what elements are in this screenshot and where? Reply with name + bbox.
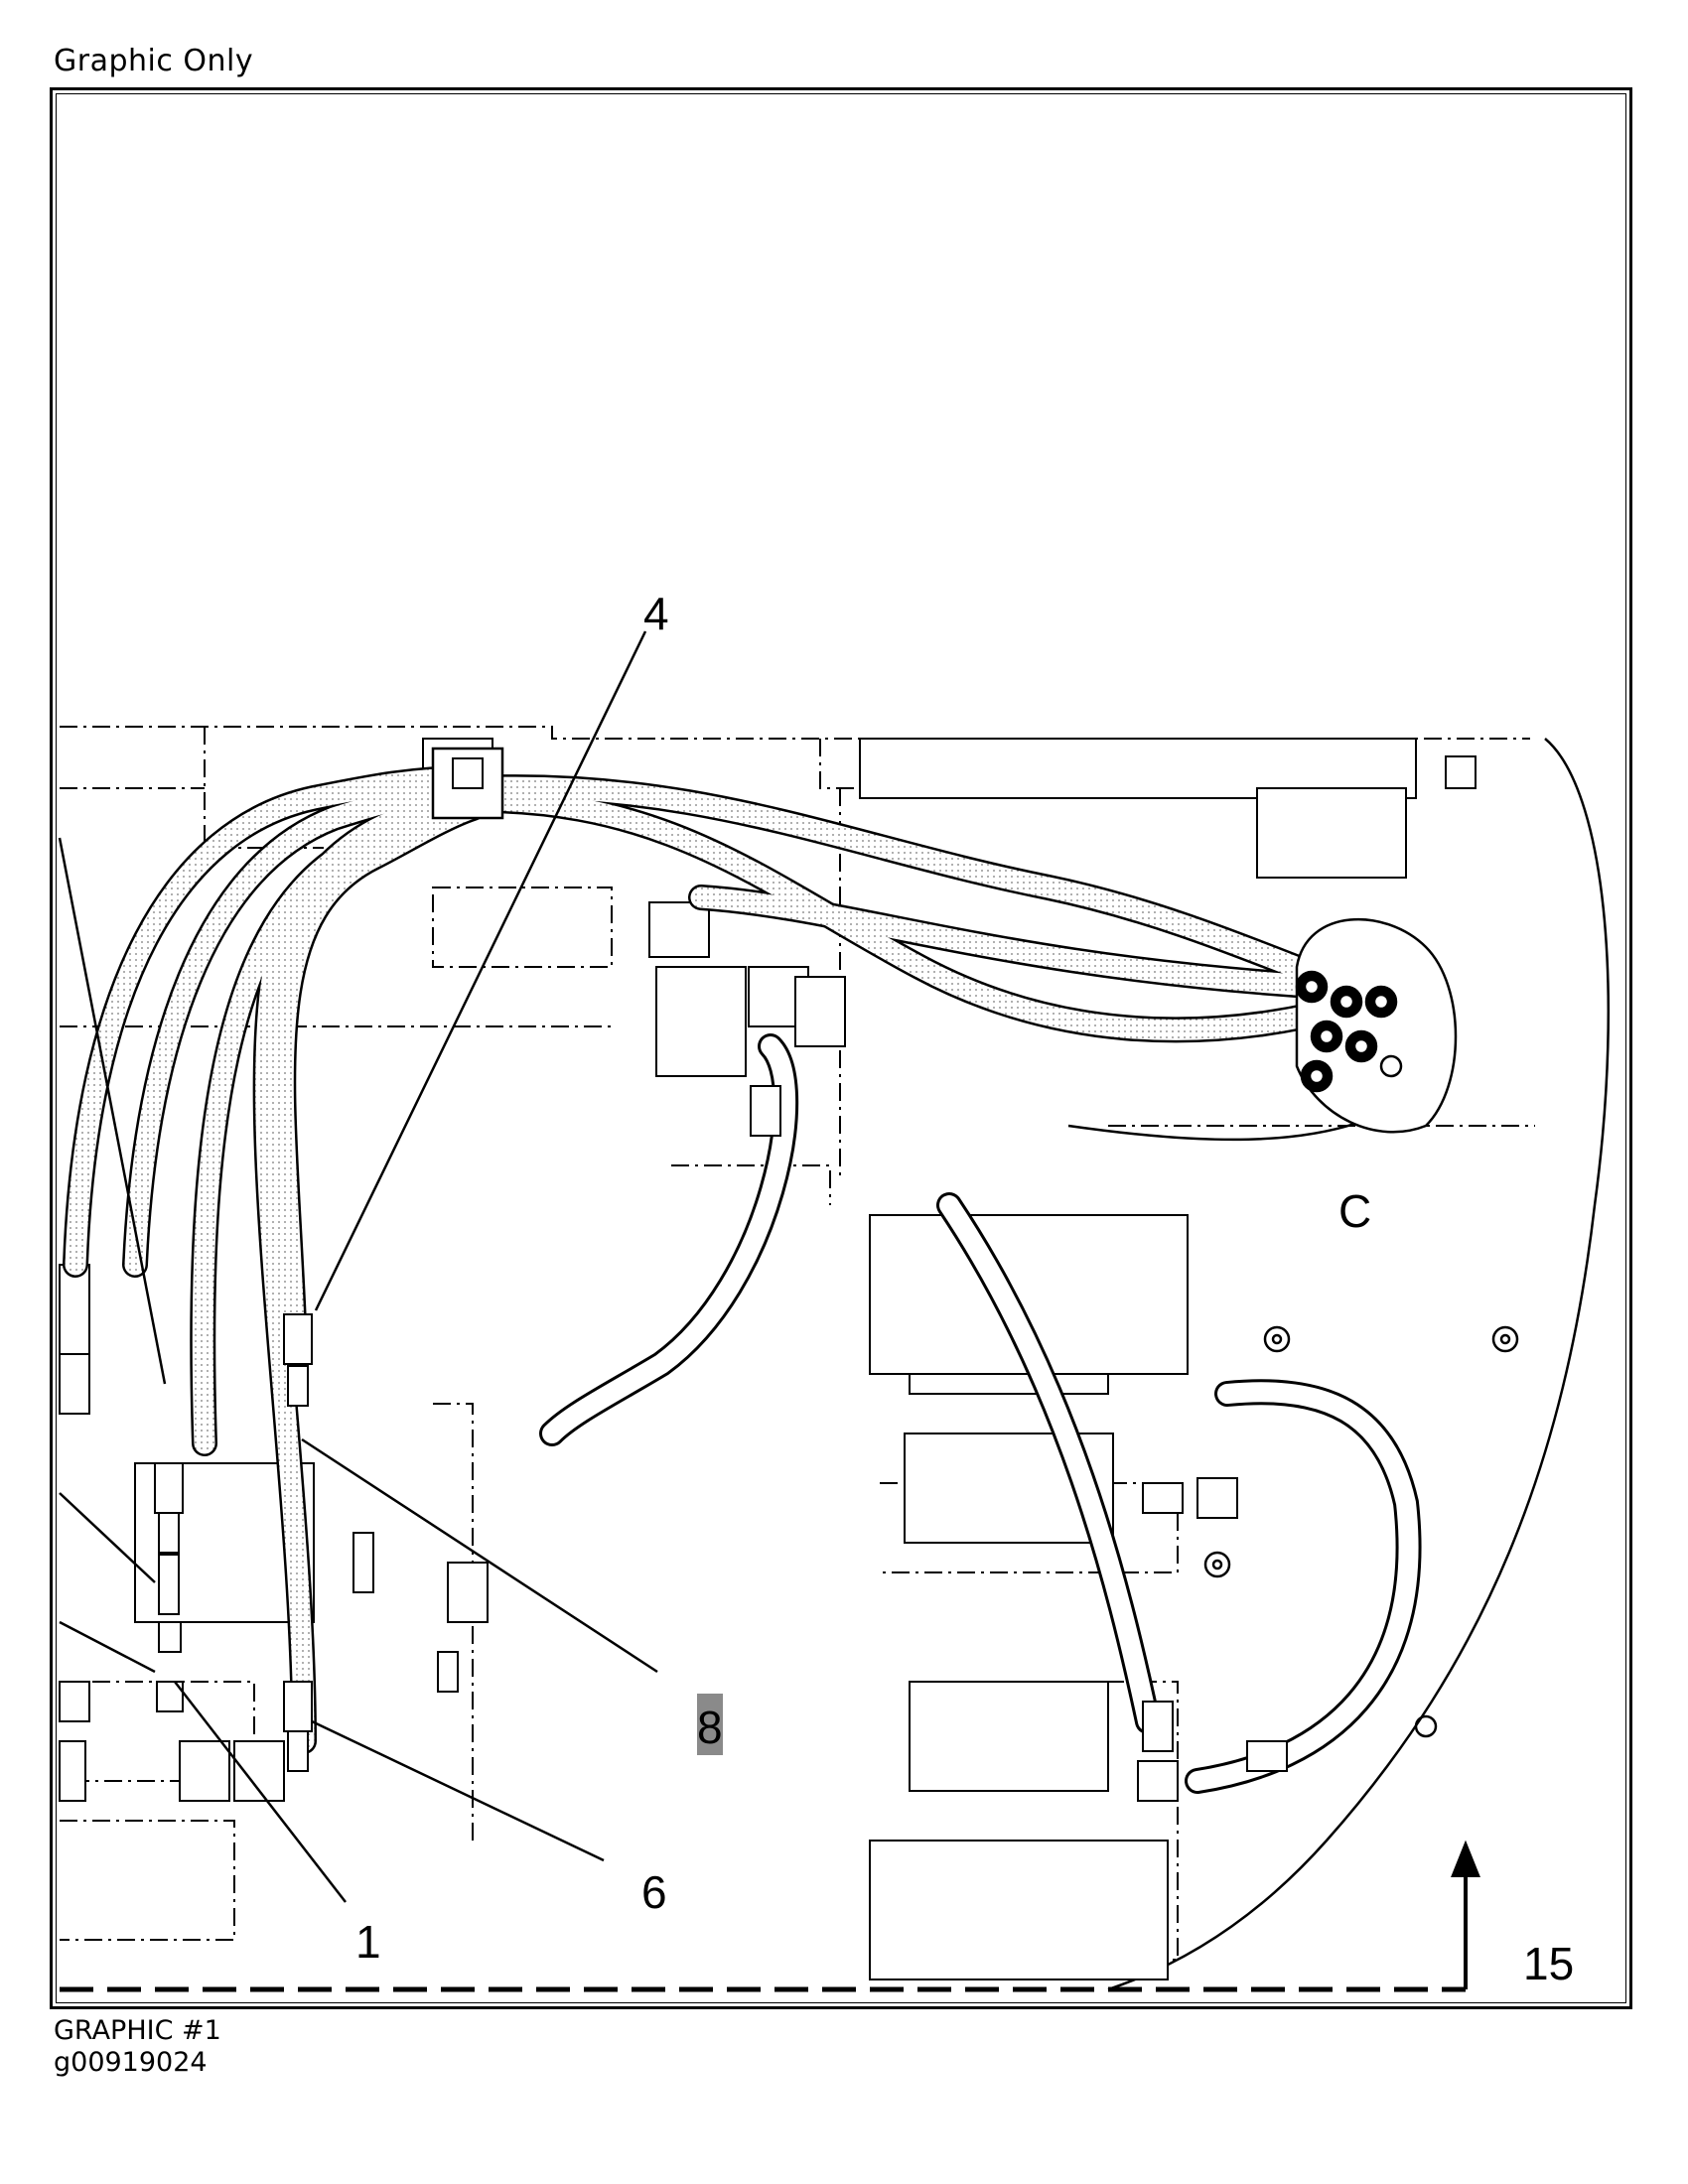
hose-fittings [59,1085,1288,1802]
callout-4: 4 [643,588,669,639]
graphic-id: g00919024 [54,2047,208,2078]
callout-8: 8 [697,1702,723,1753]
leader-lines [58,630,658,1903]
page-ref-number: 15 [1523,1938,1574,1989]
callout-6: 6 [641,1866,667,1918]
graphic-number: GRAPHIC #1 [54,2015,221,2046]
callout-1: 1 [355,1916,381,1968]
hoses [63,765,1422,1794]
area-label-c: C [1338,1185,1371,1237]
diagram-frame-inner [56,93,1626,2003]
graphic-only-label: Graphic Only [54,44,254,78]
manifold-connectors [1295,917,1458,1134]
machine-body [1067,738,1611,1991]
page-ref-arrow [1451,1840,1480,1989]
hydraulic-hose-diagram: 4 8 6 1 C 15 [58,588,1611,1992]
diagram-frame-outer [50,87,1632,2009]
callout-8-highlight [697,1694,723,1755]
